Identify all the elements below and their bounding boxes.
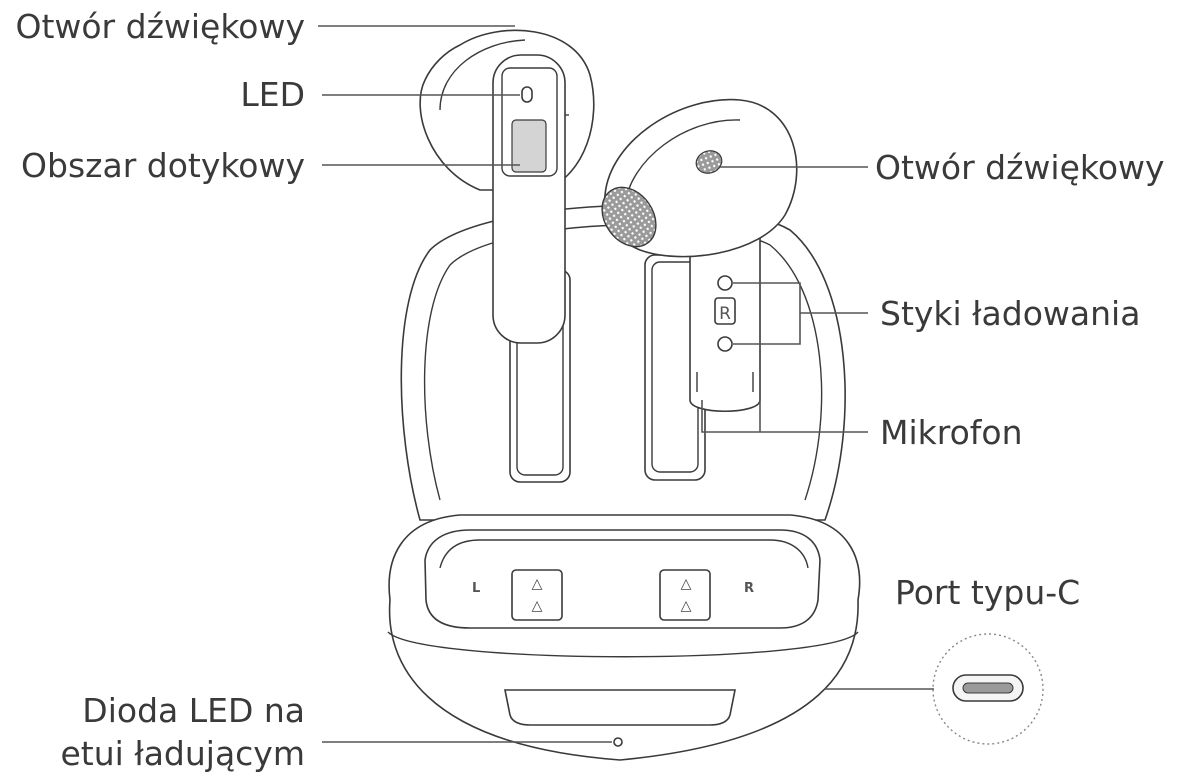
case-opening [424, 529, 821, 629]
touch-area [511, 119, 547, 173]
contact-pin-top [717, 275, 733, 291]
leader-microphone [701, 400, 868, 433]
label-case-led-line1: Dioda LED na [82, 691, 305, 730]
label-led: LED [240, 75, 305, 114]
sound-hole-mesh-right [695, 150, 723, 174]
contact-pin-bottom [717, 336, 733, 352]
case-led-dot [613, 737, 623, 747]
case-front-notch [504, 689, 736, 726]
pin-r2: △ [681, 598, 692, 614]
earbud-r-mark: R [719, 304, 731, 324]
left-earbud-stem [492, 54, 566, 344]
label-sound-hole-left: Otwór dźwiękowy [15, 7, 305, 46]
ear-nozzle-mesh [601, 186, 657, 248]
earbud-led [521, 86, 533, 103]
label-microphone: Mikrofon [880, 413, 1023, 452]
pin-l1: △ [532, 576, 543, 592]
slot-left-pins [511, 569, 563, 621]
label-usb-c-port: Port typu-C [895, 573, 1080, 612]
pin-r1: △ [681, 576, 692, 592]
label-case-led-line2: etui ładującym [61, 734, 306, 773]
slot-right-pins [659, 569, 711, 621]
pin-l2: △ [532, 598, 543, 614]
label-touch-area: Obszar dotykowy [21, 146, 305, 185]
label-charging-contacts: Styki ładowania [880, 294, 1140, 333]
right-earbud: R [601, 98, 798, 481]
case-mark-right: R [744, 581, 754, 596]
label-sound-hole-right: Otwór dźwiękowy [875, 148, 1165, 187]
case-mark-left: L [472, 581, 480, 596]
left-earbud [419, 29, 595, 483]
